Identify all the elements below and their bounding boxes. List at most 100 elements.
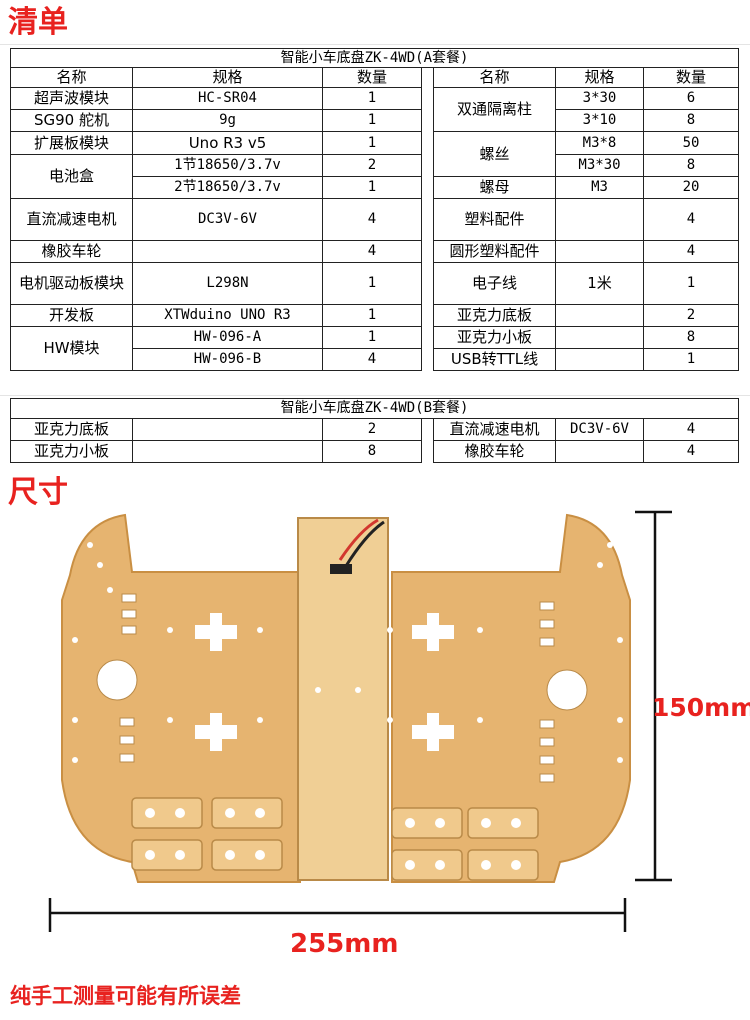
- item-qty-right: 6: [642, 87, 740, 110]
- item-name-right: 亚克力底板: [433, 304, 556, 327]
- item-spec: 2节18650/3.7v: [132, 176, 323, 199]
- motor-bracket: [131, 839, 203, 871]
- item-spec: HW-096-A: [132, 326, 323, 349]
- header-name-right: 名称: [433, 67, 556, 88]
- header-spec: 规格: [132, 67, 323, 88]
- chassis-plate: [391, 513, 631, 883]
- item-name: 扩展板模块: [10, 131, 133, 155]
- item-name: 电池盒: [10, 154, 133, 199]
- cross-cutout: [195, 713, 237, 751]
- item-spec-right: M3*8: [555, 131, 644, 155]
- slot: [121, 625, 137, 635]
- item-name-right: 圆形塑料配件: [433, 240, 556, 263]
- item-qty: 2: [322, 154, 422, 177]
- slot: [539, 619, 555, 629]
- package-b-table: 智能小车底盘ZK-4WD(B套餐) 亚克力底板 2 直流减速电机 DC3V-6V…: [9, 398, 740, 463]
- item-qty: 1: [322, 87, 422, 110]
- wire: [344, 520, 385, 567]
- heading-list: 清单: [8, 5, 68, 40]
- item-qty: 4: [322, 198, 422, 241]
- item-name-right: 电子线: [433, 262, 556, 305]
- item-spec: L298N: [132, 262, 323, 305]
- motor-bracket: [467, 849, 539, 881]
- height-label: 150mm: [652, 693, 750, 722]
- header-spec-right: 规格: [555, 67, 644, 88]
- item-name-right: 直流减速电机: [433, 418, 556, 441]
- motor-bracket: [211, 839, 283, 871]
- item-qty-right: 4: [642, 418, 740, 441]
- slot: [539, 637, 555, 647]
- slot: [539, 719, 555, 729]
- item-spec: XTWduino UNO R3: [132, 304, 323, 327]
- item-name: 直流减速电机: [10, 198, 133, 241]
- header-name: 名称: [10, 67, 133, 88]
- column-gap: [421, 418, 434, 463]
- item-name: 亚克力小板: [10, 440, 133, 463]
- slot: [119, 735, 135, 745]
- item-spec-right: M3: [555, 176, 644, 199]
- item-spec-right: [555, 198, 644, 241]
- item-spec-right: [555, 240, 644, 263]
- item-spec: HC-SR04: [132, 87, 323, 110]
- package-a-caption: 智能小车底盘ZK-4WD(A套餐): [9, 48, 740, 68]
- motor-bracket: [391, 807, 463, 839]
- item-name-right: 螺母: [433, 176, 556, 199]
- motor-bracket: [391, 849, 463, 881]
- item-name-right: 亚克力小板: [433, 326, 556, 349]
- heading-size: 尺寸: [8, 475, 68, 510]
- width-label: 255mm: [290, 929, 399, 959]
- item-qty-right: 20: [642, 176, 740, 199]
- slot: [121, 593, 137, 603]
- connector: [330, 564, 352, 574]
- slot: [119, 717, 135, 727]
- mount-hole: [96, 659, 138, 701]
- item-name-right: 塑料配件: [433, 198, 556, 241]
- item-spec: DC3V-6V: [132, 198, 323, 241]
- item-spec: HW-096-B: [132, 348, 323, 371]
- item-qty-right: 8: [642, 154, 740, 177]
- item-qty-right: 8: [642, 326, 740, 349]
- item-qty-right: 2: [642, 304, 740, 327]
- item-qty: 1: [322, 262, 422, 305]
- item-qty: 1: [322, 326, 422, 349]
- header-qty-right: 数量: [642, 67, 740, 88]
- item-qty-right: 1: [642, 348, 740, 371]
- item-spec: 9g: [132, 109, 323, 132]
- item-qty: 1: [322, 304, 422, 327]
- item-qty: 8: [322, 440, 422, 463]
- cross-cutout: [412, 713, 454, 751]
- measurement-note: 纯手工测量可能有所误差: [10, 984, 241, 1008]
- wire: [338, 518, 379, 561]
- item-spec-right: DC3V-6V: [555, 418, 644, 441]
- slot: [539, 773, 555, 783]
- package-a-table: 智能小车底盘ZK-4WD(A套餐) 名称 规格 数量 名称 规格 数量 超声波模…: [9, 48, 740, 371]
- mount-hole: [546, 669, 588, 711]
- item-name: 亚克力底板: [10, 418, 133, 441]
- chassis-photo: [48, 510, 672, 932]
- item-name: SG90 舵机: [10, 109, 133, 132]
- item-name: 开发板: [10, 304, 133, 327]
- package-b-caption: 智能小车底盘ZK-4WD(B套餐): [9, 398, 740, 419]
- item-spec-right: [555, 440, 644, 463]
- chassis-plate: [61, 513, 301, 883]
- item-spec-right: M3*30: [555, 154, 644, 177]
- column-gap: [421, 67, 434, 371]
- item-qty: 1: [322, 176, 422, 199]
- cross-cutout: [412, 613, 454, 651]
- item-name: 电机驱动板模块: [10, 262, 133, 305]
- item-qty-right: 4: [642, 240, 740, 263]
- item-name-right: 双通隔离柱: [433, 87, 556, 132]
- item-qty-right: 1: [642, 262, 740, 305]
- item-qty: 1: [322, 131, 422, 155]
- item-spec-right: 1米: [555, 262, 644, 305]
- item-qty-right: 50: [642, 131, 740, 155]
- item-qty: 1: [322, 109, 422, 132]
- item-name-right: 螺丝: [433, 131, 556, 177]
- cross-cutout: [195, 613, 237, 651]
- slot: [539, 601, 555, 611]
- motor-bracket: [467, 807, 539, 839]
- motor-bracket: [211, 797, 283, 829]
- header-qty: 数量: [322, 67, 422, 88]
- slot: [539, 737, 555, 747]
- slot: [119, 753, 135, 763]
